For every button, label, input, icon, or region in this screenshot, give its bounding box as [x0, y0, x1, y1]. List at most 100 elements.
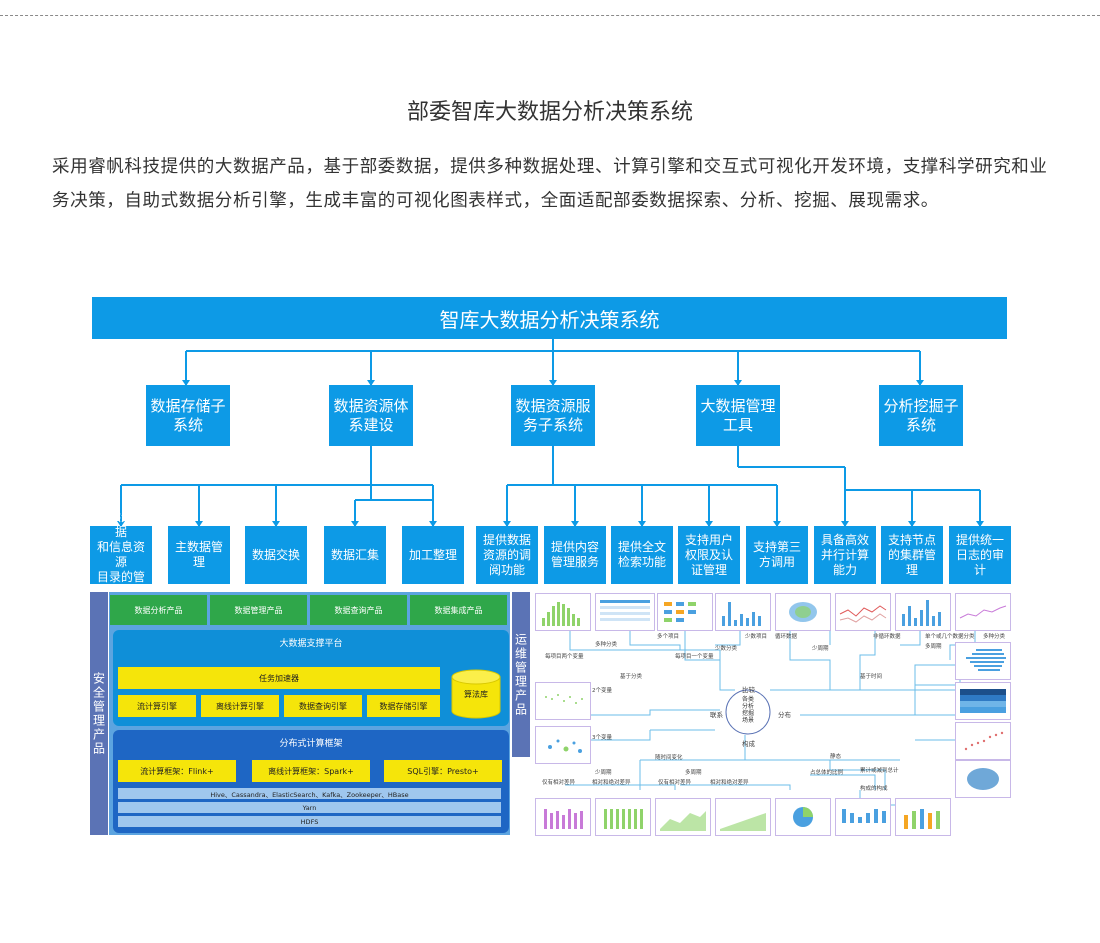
subsystem-line: 数据存储子: [150, 396, 226, 415]
page-title: 部委智库大数据分析决策系统: [406, 100, 693, 125]
function-line: 理: [905, 562, 918, 577]
framework-presto: SQL引擎：Presto+: [384, 760, 502, 782]
algorithm-library-cylinder-icon: [451, 669, 501, 719]
thumb-bubble-3var: [535, 726, 591, 764]
framework-spark: 离线计算框架：Spark+: [252, 760, 370, 782]
function-processing: 加工整理: [402, 526, 464, 584]
function-auth: 支持用户权限及认证管理: [678, 526, 740, 584]
function-line: 权限及认: [684, 547, 733, 562]
thumb-scatter: [955, 722, 1011, 760]
panel-label: 随时间变化: [655, 755, 683, 761]
product-integration: 数据集成产品: [410, 595, 507, 625]
platform-title: 大数据支撑平台: [279, 639, 343, 649]
panel-label: 循环数据: [775, 634, 798, 640]
product-query: 数据查询产品: [310, 595, 407, 625]
analysis-center: 各类分析挖掘场景: [736, 696, 760, 724]
engine-query: 数据查询引擎: [284, 695, 362, 717]
center-line: 各类: [741, 696, 754, 703]
panel-label: 多种分类: [595, 642, 618, 648]
thumb-composition-3: [655, 798, 711, 836]
intro-paragraph: 采用睿帆科技提供的大数据产品，基于部委数据，提供多种数据处理、计算引擎和交互式可…: [52, 157, 1048, 211]
function-line: 提供全文: [617, 540, 666, 554]
thumb-radar-chart: [775, 593, 831, 631]
thumb-pie: [775, 798, 831, 836]
top-dashed-divider: [0, 15, 1100, 16]
function-line: 支持用户: [684, 532, 733, 547]
function-metadata: 提供元数据和信息资源目录的管理: [90, 510, 152, 599]
stack-hive-hbase: Hive、Cassandra、ElasticSearch、Kafka、Zooke…: [118, 788, 501, 799]
subsystem-line: 分析挖掘子: [883, 396, 959, 415]
panel-label: 构成的构成: [860, 786, 888, 792]
panel-label: 基于分类: [620, 674, 643, 680]
algorithm-library-label: 算法库: [464, 690, 488, 699]
subsystem-storage: 数据存储子系统: [146, 385, 230, 446]
panel-label: 相对和绝对差异: [592, 780, 631, 786]
subsystem-analysis-mining: 分析挖掘子系统: [879, 385, 963, 446]
panel-label: 单个或几个数据分类: [925, 634, 975, 640]
subsystem-bigdata-tools: 大数据管理工具: [696, 385, 780, 446]
product-management: 数据管理产品: [210, 595, 307, 625]
panel-label: 仅有相对差异: [542, 780, 576, 786]
thumb-line-chart: [835, 593, 891, 631]
function-data-exchange: 数据交换: [245, 526, 307, 584]
function-line: 方调用: [758, 555, 795, 569]
function-line: 支持节点: [887, 532, 936, 547]
engine-stream: 流计算引擎: [118, 695, 196, 717]
panel-label: 每项目两个变量: [545, 654, 584, 660]
function-master-data: 主数据管理: [168, 526, 230, 584]
thumb-composition-2: [595, 798, 651, 836]
thumb-composition-4: [715, 798, 771, 836]
subsystem-line: 数据资源体: [333, 396, 409, 415]
function-third-party: 支持第三方调用: [746, 526, 808, 584]
function-line: 检索功能: [617, 555, 666, 569]
function-content-mgmt: 提供内容管理服务: [544, 526, 606, 584]
center-line: 分析: [741, 703, 754, 710]
subsystem-line: 工具: [722, 415, 753, 434]
thumb-multi-items: [657, 593, 713, 631]
panel-label: 静态: [830, 754, 842, 760]
thumb-column-chart-2: [895, 593, 951, 631]
thumb-stacked: [895, 798, 951, 836]
thumb-bar-chart: [535, 593, 591, 631]
subsystem-resource-service: 数据资源服务子系统: [511, 385, 595, 446]
engine-storage: 数据存储引擎: [367, 695, 440, 717]
task-accelerator: 任务加速器: [118, 667, 440, 689]
dist-title: 分布式计算框架: [279, 739, 343, 749]
subsystem-line: 系统: [172, 415, 203, 434]
panel-label: 3个变量: [592, 735, 612, 741]
thumb-bar-horizontal: [955, 642, 1011, 680]
thumb-column-chart: [715, 593, 771, 631]
thumb-waterfall: [835, 798, 891, 836]
panel-label: 少周期: [812, 646, 829, 652]
function-line: 加工整理: [408, 547, 457, 562]
function-line: 计: [973, 562, 986, 577]
chart-selection-panel: 各类分析挖掘场景 比较 联系 分布 构成 多种分类 每项目两个变量 每项目一个变…: [530, 590, 1011, 840]
function-line: 和信息资源: [96, 540, 145, 569]
panel-label: 仅有相对差异: [658, 780, 692, 786]
function-parallel: 具备高效并行计算能力: [814, 526, 876, 584]
function-line: 管理服务: [550, 555, 599, 569]
function-line: 阅功能: [488, 562, 525, 577]
function-resource-access: 提供数据资源的调阅功能: [476, 526, 538, 584]
panel-label: 少周期: [595, 770, 612, 776]
ops-mgmt-bar: 运维管理产品: [512, 592, 530, 757]
function-line: 支持第三: [752, 540, 801, 554]
stack-yarn: Yarn: [118, 802, 501, 813]
panel-label: 相对和绝对差异: [710, 780, 749, 786]
panel-label: 非循环数据: [873, 634, 901, 640]
function-line: 数据交换: [251, 547, 300, 562]
function-data-collection: 数据汇集: [324, 526, 386, 584]
panel-label: 多周期: [685, 770, 702, 776]
function-line: 数据汇集: [330, 547, 379, 562]
thumb-heatmap: [955, 682, 1011, 720]
panel-label: 每项目一个变量: [675, 654, 714, 660]
hub-distribution: 分布: [778, 711, 791, 719]
subsystem-line: 务子系统: [522, 415, 583, 434]
thumb-table-chart: [595, 593, 655, 631]
thumb-composition-1: [535, 798, 591, 836]
function-log-audit: 提供统一日志的审计: [949, 526, 1011, 584]
panel-label: 少数分类: [715, 646, 738, 652]
function-line: 提供内容: [550, 540, 599, 554]
center-line: 挖掘: [741, 710, 754, 717]
